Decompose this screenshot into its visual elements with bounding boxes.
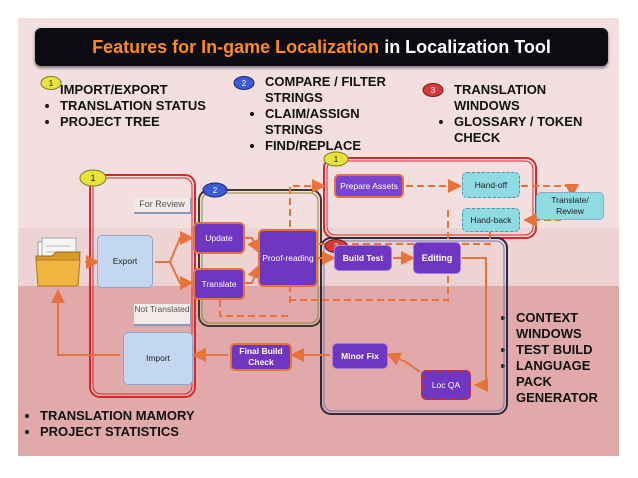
feature-list-1: IMPORT/EXPORT TRANSLATION STATUS PROJECT… <box>40 82 220 130</box>
arrow-locqa-minorfix <box>386 352 421 373</box>
feature-item: GLOSSARY / TOKEN CHECK <box>454 114 604 146</box>
node-update: Update <box>193 222 245 254</box>
node-import: Import <box>123 332 193 385</box>
feature-item: PROJECT STATISTICS <box>40 424 250 440</box>
title-rest: in Localization Tool <box>379 37 551 57</box>
node-final-build-check: Final Build Check <box>230 343 292 371</box>
arrow-to-prepare-assets <box>289 179 326 238</box>
feature-item: FIND/REPLACE <box>265 138 405 154</box>
svg-text:2: 2 <box>242 79 247 88</box>
folder-file-icon <box>34 236 84 290</box>
node-proofreading: Proof-reading <box>258 229 318 287</box>
svg-text:2: 2 <box>213 186 218 195</box>
arrow-update-proof <box>245 237 260 254</box>
svg-text:1: 1 <box>334 155 339 164</box>
node-translate-review: Translate/ Review <box>536 192 604 220</box>
feature-list-2: COMPARE / FILTER STRINGS CLAIM/ASSIGN ST… <box>245 74 405 154</box>
feature-item: IMPORT/EXPORT <box>60 82 168 97</box>
node-editing: Editing <box>413 242 461 274</box>
badge-3-icon: 3 <box>422 83 444 97</box>
tag-not-translated: Not Translated <box>134 304 192 326</box>
title-highlight: Features for In-game Localization <box>92 37 380 57</box>
feature-list-3: TRANSLATION WINDOWS GLOSSARY / TOKEN CHE… <box>434 82 604 146</box>
svg-text:1: 1 <box>49 79 54 88</box>
title-bar <box>35 28 608 66</box>
badge-1-icon: 1 <box>322 151 350 167</box>
svg-text:1: 1 <box>90 173 95 183</box>
slide-title: Features for In-game Localization in Loc… <box>35 28 608 66</box>
feature-item: COMPARE / FILTER STRINGS <box>265 74 386 105</box>
feature-item: PROJECT TREE <box>60 114 220 130</box>
feature-item: TRANSLATION WINDOWS <box>454 82 547 113</box>
arrow-translate-proof <box>245 264 261 284</box>
node-prepare-assets: Prepare Assets <box>334 174 404 198</box>
node-loc-qa: Loc QA <box>421 370 471 400</box>
feature-item: TEST BUILD <box>516 342 616 358</box>
feature-list-right: CONTEXT WINDOWS TEST BUILD LANGUAGE PACK… <box>496 310 616 406</box>
node-translate: Translate <box>193 268 245 300</box>
svg-text:3: 3 <box>431 86 436 95</box>
arrow-import-file <box>51 289 120 356</box>
node-build-test: Build Test <box>334 245 392 271</box>
arrow-editing-locqa <box>462 257 488 392</box>
node-minor-fix: Minor Fix <box>332 343 388 369</box>
arrow-to-not-translated <box>219 300 290 317</box>
feature-item: TRANSLATION MAMORY <box>40 408 250 424</box>
arrow-review-loop <box>290 210 449 301</box>
feature-item: TRANSLATION STATUS <box>60 98 220 114</box>
node-hand-back: Hand-back <box>462 208 520 232</box>
feature-item: CLAIM/ASSIGN STRINGS <box>265 106 405 138</box>
feature-item: LANGUAGE PACK GENERATOR <box>516 358 616 406</box>
arrow-export-update <box>155 231 194 263</box>
tag-for-review: For Review <box>134 198 192 214</box>
arrow-export-translate <box>169 261 194 290</box>
arrow-handoff-review <box>521 184 579 198</box>
badge-2-icon: 2 <box>202 182 228 198</box>
badge-1-icon: 1 <box>78 169 108 187</box>
node-export: Export <box>97 235 153 288</box>
badge-2-icon: 2 <box>233 76 255 90</box>
node-hand-off: Hand-off <box>462 172 520 198</box>
group-outline-testing <box>320 237 508 415</box>
feature-list-bottom: TRANSLATION MAMORY PROJECT STATISTICS <box>20 408 250 440</box>
feature-item: CONTEXT WINDOWS <box>516 310 616 342</box>
badge-1-icon: 1 <box>40 76 62 90</box>
